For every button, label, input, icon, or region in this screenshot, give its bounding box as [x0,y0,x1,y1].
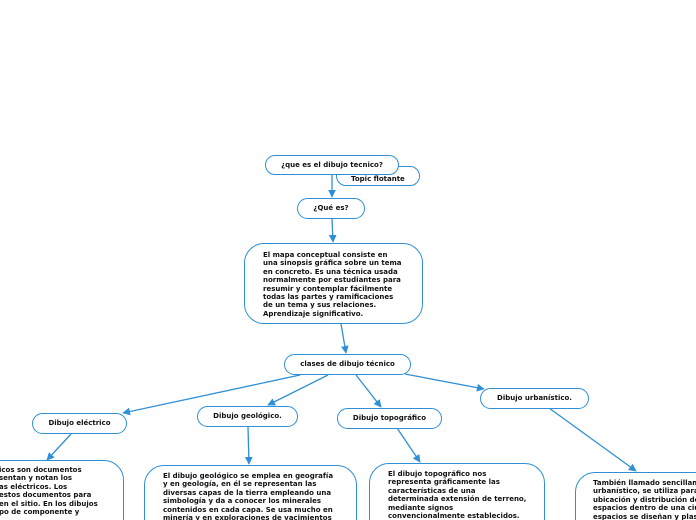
edge-topografico-to-desc [396,427,421,463]
edge-urbanistico-to-desc [548,407,637,472]
topografico-label: Dibujo topográfico [352,414,427,423]
topografico-description-node[interactable]: El dibujo topográfico nos representa grá… [369,463,545,520]
topografico-node[interactable]: Dibujo topográfico [337,408,442,429]
edge-clases-to-geologico [267,374,329,406]
urbanistico-description-node[interactable]: También llamado sencillam urbanístico, s… [575,472,696,520]
edge-clases-to-electrico [122,374,301,416]
edge-definition-to-clases [340,323,349,354]
geologico-node[interactable]: Dibujo geológico. [197,406,298,427]
que-es-node[interactable]: ¿Qué es? [297,198,365,219]
topografico-description-text: El dibujo topográfico nos representa grá… [388,470,527,520]
que-es-label: ¿Qué es? [313,204,349,213]
electrico-description-node[interactable]: icos son documentos sentan y notan los a… [0,460,124,520]
edge-que-es-to-definition [328,218,337,243]
edge-clases-to-urbanistico [404,373,485,392]
urbanistico-label: Dibujo urbanístico. [497,394,572,403]
root-topic-label: ¿que es el dibujo tecnico? [281,160,383,169]
geologico-description-text: El dibujo geológico se emplea en geograf… [163,472,334,520]
root-topic-node[interactable]: ¿que es el dibujo tecnico? [265,155,399,175]
urbanistico-description-text: También llamado sencillam urbanístico, s… [593,479,696,520]
urbanistico-node[interactable]: Dibujo urbanístico. [480,388,589,409]
clases-label: clases de dibujo técnico [300,360,395,369]
edge-electrico-to-desc [46,433,72,461]
clases-node[interactable]: clases de dibujo técnico [284,354,411,375]
definition-node[interactable]: El mapa conceptual consiste en una sinop… [244,243,423,324]
definition-text: El mapa conceptual consiste en una sinop… [263,251,402,318]
geologico-description-node[interactable]: El dibujo geológico se emplea en geograf… [144,465,357,520]
electrico-description-text: icos son documentos sentan y notan los a… [0,466,98,516]
edge-clases-to-topografico [355,374,382,408]
geologico-label: Dibujo geológico. [213,412,282,421]
electrico-label: Dibujo eléctrico [48,419,111,428]
edge-geologico-to-desc [244,426,253,465]
floating-topic-label: Topic flotante [351,174,405,183]
electrico-node[interactable]: Dibujo eléctrico [32,413,127,434]
